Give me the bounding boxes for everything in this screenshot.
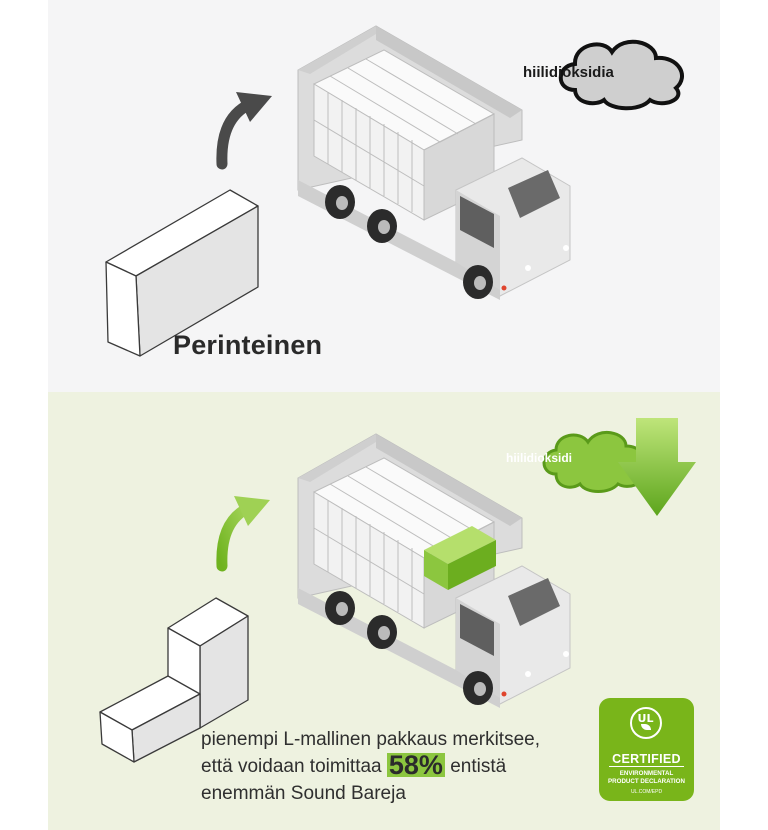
curved-arrow-green-icon xyxy=(216,496,270,572)
l-shaped-package-box xyxy=(99,597,249,763)
caption-line-2: että voidaan toimittaa 58% entistä xyxy=(201,750,601,780)
caption-line-2-pre: että voidaan toimittaa xyxy=(201,756,387,777)
declaration-line-1: ENVIRONMENTAL xyxy=(619,770,674,777)
arrow-down-icon xyxy=(618,418,696,516)
caption-line-2-post: entistä xyxy=(444,756,507,777)
caption-line-3: enemmän Sound Bareja xyxy=(201,783,406,804)
extra-space-box xyxy=(424,526,496,590)
curved-arrow-icon xyxy=(216,92,272,170)
declaration-line-2: PRODUCT DECLARATION xyxy=(608,777,685,785)
co2-cloud-green-label: hiilidioksidi xyxy=(506,451,573,465)
ul-certified-badge: UL CERTIFIED ENVIRONMENTAL PRODUCT DECLA… xyxy=(599,698,694,801)
traditional-packaging-title: Perinteinen xyxy=(173,330,323,360)
leaf-icon xyxy=(641,724,651,730)
delivery-truck-top xyxy=(297,25,571,300)
ul-logo-text: UL xyxy=(637,712,654,725)
declaration-label: ENVIRONMENTAL PRODUCT DECLARATION xyxy=(599,770,694,785)
badge-divider xyxy=(609,766,684,767)
delivery-truck-bottom xyxy=(297,433,571,708)
percentage-highlight: 58% xyxy=(386,750,445,780)
certified-label: CERTIFIED xyxy=(612,752,681,766)
badge-url: UL.COM/EPD xyxy=(630,789,663,795)
caption-text: pienempi L-mallinen pakkaus merkitsee, e… xyxy=(201,726,601,807)
caption-line-1: pienempi L-mallinen pakkaus merkitsee, xyxy=(201,729,540,750)
traditional-package-box xyxy=(105,189,259,357)
ul-logo-icon xyxy=(630,707,662,739)
co2-cloud-label: hiilidioksidia xyxy=(523,64,614,81)
co2-cloud-icon xyxy=(558,39,684,111)
